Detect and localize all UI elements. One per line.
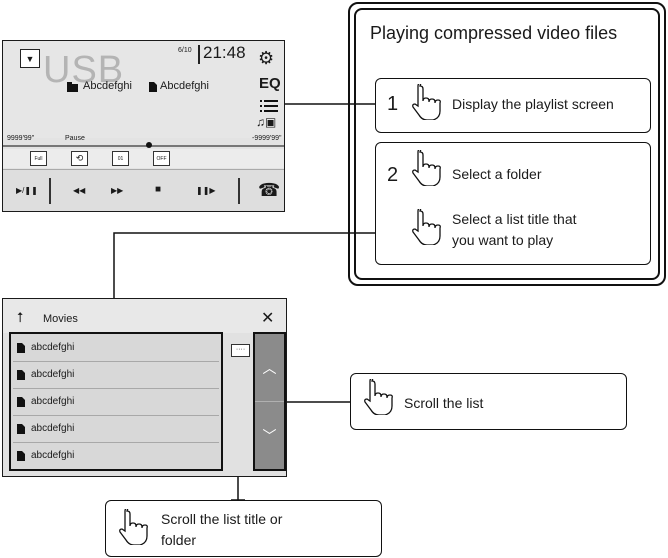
source-label: USB (43, 49, 125, 91)
player-info-area: ▼ USB 6/10 21:48 ⚙ EQ ♫▣ Abcdefghi Abcde… (3, 41, 284, 142)
scroll-up-icon[interactable]: ︿ (255, 334, 284, 402)
list-item-label: abcdefghi (31, 369, 75, 380)
folder-name: Abcdefghi (83, 80, 132, 92)
playlist-header: ⭡ Movies ✕ (3, 299, 286, 333)
instruction-panel (348, 2, 666, 286)
list-item[interactable]: abcdefghi (13, 334, 219, 362)
random-icon[interactable]: OFF (153, 151, 170, 166)
playback-controls: ▶/❚❚ ◀◀ ▶▶ ■ ❚❚▶ ☎ (3, 169, 284, 211)
step-2-text: Select a folder (452, 166, 542, 182)
playlist-list[interactable]: abcdefghi abcdefghi abcdefghi abcdefghi … (9, 332, 223, 471)
list-item[interactable]: abcdefghi (13, 361, 219, 389)
remaining-time: -9999'99" (252, 135, 282, 142)
instruction-title: Playing compressed video files (370, 23, 618, 43)
fast-forward-button[interactable]: ▶▶ (111, 186, 124, 195)
file-icon (17, 397, 25, 407)
track-counter: 6/10 (178, 47, 192, 54)
list-scrollbar[interactable]: ︿ ﹀ (253, 332, 286, 471)
scroll-list-callout (350, 373, 627, 430)
file-icon (17, 343, 25, 353)
file-name: Abcdefghi (160, 80, 209, 92)
playlist-icon[interactable] (260, 99, 280, 113)
list-item-label: abcdefghi (31, 450, 75, 461)
elapsed-time: 9999'99" (7, 135, 35, 142)
control-divider (49, 178, 51, 204)
dropdown-arrow-icon: ▼ (25, 53, 35, 64)
list-item-label: abcdefghi (31, 396, 75, 407)
tap-hand-icon (412, 209, 441, 245)
tap-hand-icon (412, 150, 441, 186)
list-item-label: abcdefghi (31, 342, 75, 353)
mode-bar: Full ⟲ 01 OFF (3, 149, 284, 168)
step-1-number: 1 (387, 93, 399, 115)
media-switch-icon[interactable]: ♫▣ (256, 115, 277, 129)
step-2b-text-line2: you want to play (452, 232, 554, 248)
screen-mode-icon[interactable]: Full (30, 151, 47, 166)
usb-player-screen: ▼ USB 6/10 21:48 ⚙ EQ ♫▣ Abcdefghi Abcde… (2, 40, 285, 212)
source-dropdown-button[interactable]: ▼ (20, 49, 40, 68)
step-2-number: 2 (387, 164, 399, 186)
control-divider (238, 178, 240, 204)
scroll-list-text: Scroll the list (404, 395, 484, 411)
playback-status: Pause (65, 135, 85, 142)
play-pause-button[interactable]: ▶/❚❚ (16, 186, 38, 195)
list-item[interactable]: abcdefghi (13, 442, 219, 469)
repeat-icon[interactable]: ⟲ (71, 151, 88, 166)
instruction-panel-inner (354, 8, 660, 280)
gear-icon[interactable]: ⚙ (258, 48, 275, 68)
up-folder-icon[interactable]: ⭡ (17, 309, 24, 325)
more-options-button[interactable]: ···· (231, 344, 250, 357)
subtitle-icon[interactable]: 01 (112, 151, 129, 166)
scroll-title-text-line1: Scroll the list title or (161, 511, 283, 527)
progress-bar[interactable] (3, 145, 284, 147)
frame-advance-button[interactable]: ❚❚▶ (196, 186, 216, 195)
clock: 21:48 (203, 43, 246, 62)
scroll-down-icon[interactable]: ﹀ (262, 427, 277, 444)
file-icon (17, 370, 25, 380)
file-icon (17, 424, 25, 434)
tap-hand-icon (119, 509, 148, 545)
list-item-label: abcdefghi (31, 423, 75, 434)
scroll-title-text-line2: folder (161, 532, 197, 548)
eq-button[interactable]: EQ (259, 75, 281, 92)
tap-hand-icon (364, 379, 393, 415)
phone-icon[interactable]: ☎ (258, 180, 281, 200)
tap-hand-icon (412, 84, 441, 120)
scroll-title-callout (105, 500, 382, 557)
list-item[interactable]: abcdefghi (13, 388, 219, 416)
folder-title: Movies (43, 313, 78, 325)
status-divider (198, 45, 200, 64)
list-item[interactable]: abcdefghi (13, 415, 219, 443)
file-icon (149, 82, 157, 92)
step-1-text: Display the playlist screen (452, 96, 614, 112)
playlist-screen: ⭡ Movies ✕ abcdefghi abcdefghi abcdefghi… (2, 298, 287, 477)
stop-button[interactable]: ■ (155, 184, 162, 195)
folder-icon (67, 82, 78, 92)
progress-knob[interactable] (146, 142, 152, 148)
file-icon (17, 451, 25, 461)
rewind-button[interactable]: ◀◀ (73, 186, 86, 195)
close-icon[interactable]: ✕ (261, 310, 275, 327)
step-2b-text-line1: Select a list title that (452, 211, 577, 227)
